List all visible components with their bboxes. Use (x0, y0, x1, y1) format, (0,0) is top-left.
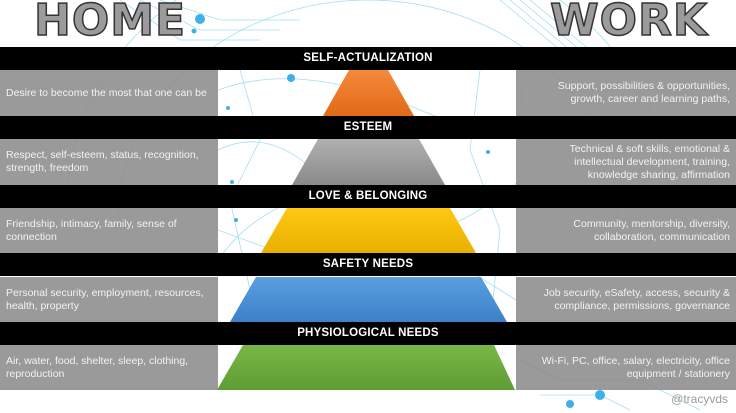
work-title: WORK (549, 0, 708, 46)
home-text: Respect, self-esteem, status, recognitio… (6, 149, 199, 174)
home-text: Air, water, food, shelter, sleep, clothi… (6, 354, 189, 380)
level-band-physiological: PHYSIOLOGICAL NEEDS (0, 322, 736, 345)
work-text: Wi-Fi, PC, office, salary, electricity, … (541, 354, 730, 380)
level-band-love-belonging: LOVE & BELONGING (0, 185, 736, 208)
work-text: Community, mentorship, diversity, collab… (573, 217, 730, 243)
work-text: Job security, eSafety, access, security … (543, 286, 730, 312)
pyramid-tier-safety (230, 277, 507, 322)
pyramid-tier-esteem (292, 139, 445, 185)
home-panel-self-actualization: Desire to become the most that one can b… (0, 70, 218, 116)
work-panel-self-actualization: Support, possibilities & opportunities, … (516, 70, 736, 116)
home-panel-esteem: Respect, self-esteem, status, recognitio… (0, 139, 218, 185)
level-band-self-actualization: SELF-ACTUALIZATION (0, 47, 736, 70)
pyramid-tier-physiological (217, 345, 515, 390)
pyramid-tier-love-belonging (261, 208, 476, 253)
home-panel-love-belonging: Friendship, intimacy, family, sense of c… (0, 208, 218, 253)
work-text: Support, possibilities & opportunities, … (557, 80, 730, 105)
work-panel-physiological: Wi-Fi, PC, office, salary, electricity, … (516, 345, 736, 390)
level-band-safety: SAFETY NEEDS (0, 253, 736, 276)
home-title: HOME (33, 0, 187, 46)
home-panel-physiological: Air, water, food, shelter, sleep, clothi… (0, 345, 218, 390)
home-text: Friendship, intimacy, family, sense of c… (6, 217, 177, 243)
home-text: Personal security, employment, resources… (6, 286, 204, 312)
author-credit: @tracyvds (671, 392, 728, 406)
work-panel-love-belonging: Community, mentorship, diversity, collab… (516, 208, 736, 253)
pyramid-tier-self-actualization (323, 70, 414, 116)
home-text: Desire to become the most that one can b… (6, 86, 207, 99)
work-panel-esteem: Technical & soft skills, emotional & int… (516, 139, 736, 185)
work-text: Technical & soft skills, emotional & int… (569, 142, 730, 181)
work-panel-safety: Job security, eSafety, access, security … (516, 277, 736, 322)
level-band-esteem: ESTEEM (0, 116, 736, 139)
home-panel-safety: Personal security, employment, resources… (0, 277, 218, 322)
